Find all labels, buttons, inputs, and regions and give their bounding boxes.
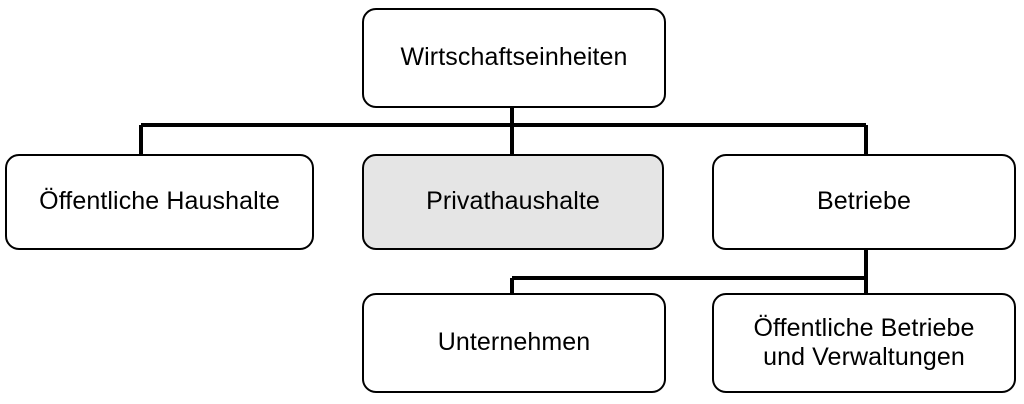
- node-oeffentliche-haushalte[interactable]: Öffentliche Haushalte: [5, 154, 314, 250]
- node-label: Privathaushalte: [426, 187, 600, 216]
- node-unternehmen[interactable]: Unternehmen: [362, 293, 666, 393]
- node-label: Betriebe: [817, 187, 911, 216]
- node-label: Unternehmen: [437, 328, 591, 357]
- node-oeffentliche-betriebe-und-verwaltungen[interactable]: Öffentliche Betriebe und Verwaltungen: [712, 293, 1016, 393]
- node-label: Wirtschaftseinheiten: [400, 43, 628, 72]
- node-label: Öffentliche Haushalte: [39, 187, 280, 216]
- node-privathaushalte[interactable]: Privathaushalte: [362, 154, 664, 250]
- node-wirtschaftseinheiten[interactable]: Wirtschaftseinheiten: [362, 8, 666, 108]
- node-label: Öffentliche Betriebe und Verwaltungen: [753, 313, 975, 372]
- node-betriebe[interactable]: Betriebe: [712, 154, 1016, 250]
